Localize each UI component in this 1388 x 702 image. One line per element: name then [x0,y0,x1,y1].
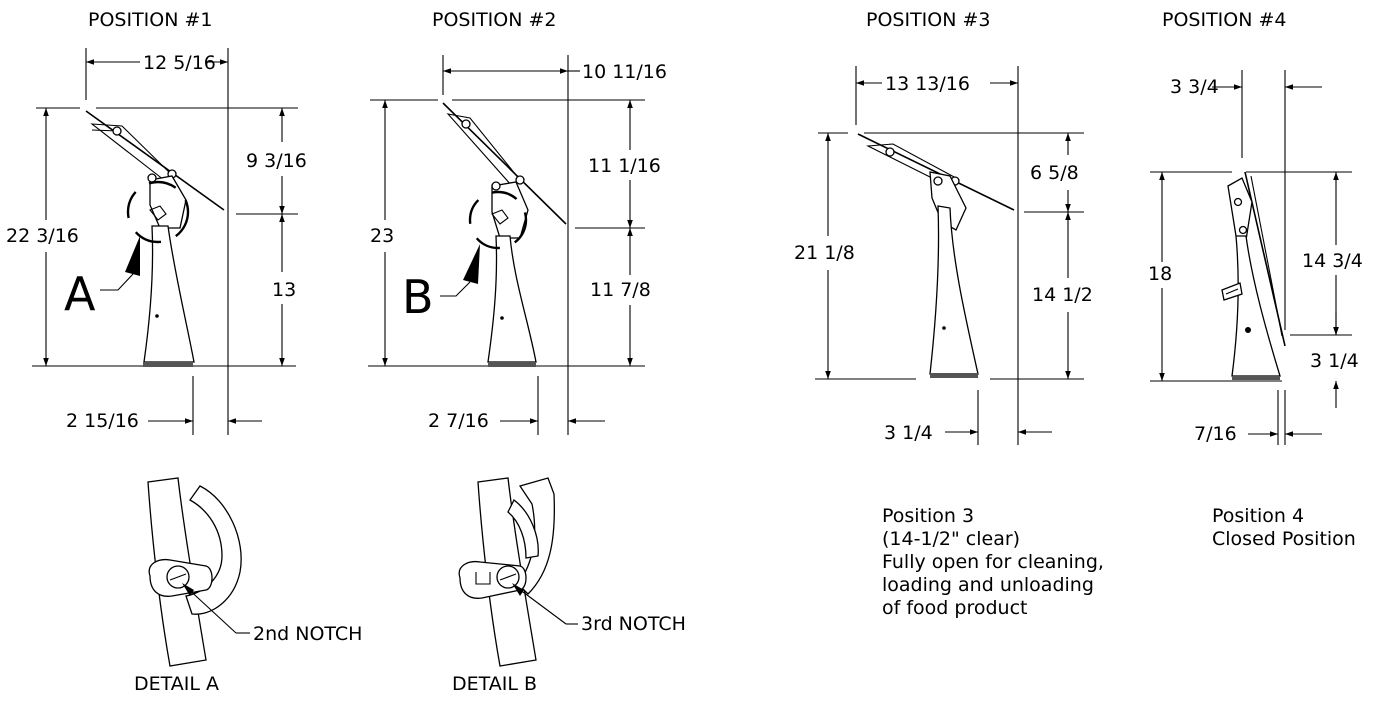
position-3-width: 13 13/16 [885,73,970,95]
position-4-view: POSITION #4 3 3/4 18 14 3/4 3 1/4 7 [1148,9,1363,445]
detail-a-notch: 2nd NOTCH [253,623,362,645]
position-3-lower: 14 1/2 [1032,284,1093,306]
detail-b-notch: 3rd NOTCH [581,613,686,635]
position-1-offset: 2 15/16 [66,410,139,432]
position-1-title: POSITION #1 [88,9,213,31]
position-3-note: Position 3 (14-1/2" clear) Fully open fo… [882,505,1104,620]
position-4-note: Position 4 Closed Position [1212,505,1356,551]
position-2-title: POSITION #2 [432,9,557,31]
position-1-upper: 9 3/16 [246,150,307,172]
position-3-upper: 6 5/8 [1030,162,1079,184]
detail-b-view: 3rd NOTCH DETAIL B [452,477,686,695]
position-3-note-line: (14-1/2" clear) [882,528,1021,550]
detail-a-title: DETAIL A [134,673,219,695]
detail-a-view: 2nd NOTCH DETAIL A [134,477,362,695]
position-2-upper: 11 1/16 [588,155,661,177]
position-3-view: POSITION #3 13 13/16 21 1/8 6 5/8 14 1/2 [794,9,1093,445]
position-4-height: 18 [1148,263,1172,285]
position-1-width: 12 5/16 [143,52,216,74]
position-3-title: POSITION #3 [866,9,991,31]
position-4-note-line: Position 4 [1212,505,1305,527]
position-2-width: 10 11/16 [582,61,667,83]
position-3-offset: 3 1/4 [884,422,933,444]
position-1-lower: 13 [272,279,296,301]
position-3-note-line: loading and unloading [882,574,1094,596]
position-4-title: POSITION #4 [1162,9,1287,31]
position-2-height: 23 [370,225,394,247]
position-1-height: 22 3/16 [6,225,79,247]
position-4-offset: 7/16 [1194,423,1237,445]
position-3-height: 21 1/8 [794,242,855,264]
position-3-note-line: of food product [882,597,1028,619]
position-2-lower: 11 7/8 [590,279,651,301]
position-4-width: 3 3/4 [1170,76,1219,98]
position-3-note-line: Position 3 [882,505,975,527]
position-4-upper: 14 3/4 [1302,250,1363,272]
position-4-lower: 3 1/4 [1310,350,1359,372]
position-2-offset: 2 7/16 [428,410,489,432]
callout-a-label: A [64,267,96,321]
position-1-view: POSITION #1 12 5/16 22 3/16 9 3/16 13 [6,9,307,435]
position-2-view: POSITION #2 10 11/16 23 11 1/16 11 7/8 B [368,9,667,435]
callout-b-label: B [402,270,434,324]
detail-b-title: DETAIL B [452,673,537,695]
position-3-note-line: Fully open for cleaning, [882,551,1104,573]
position-4-note-line: Closed Position [1212,528,1356,550]
